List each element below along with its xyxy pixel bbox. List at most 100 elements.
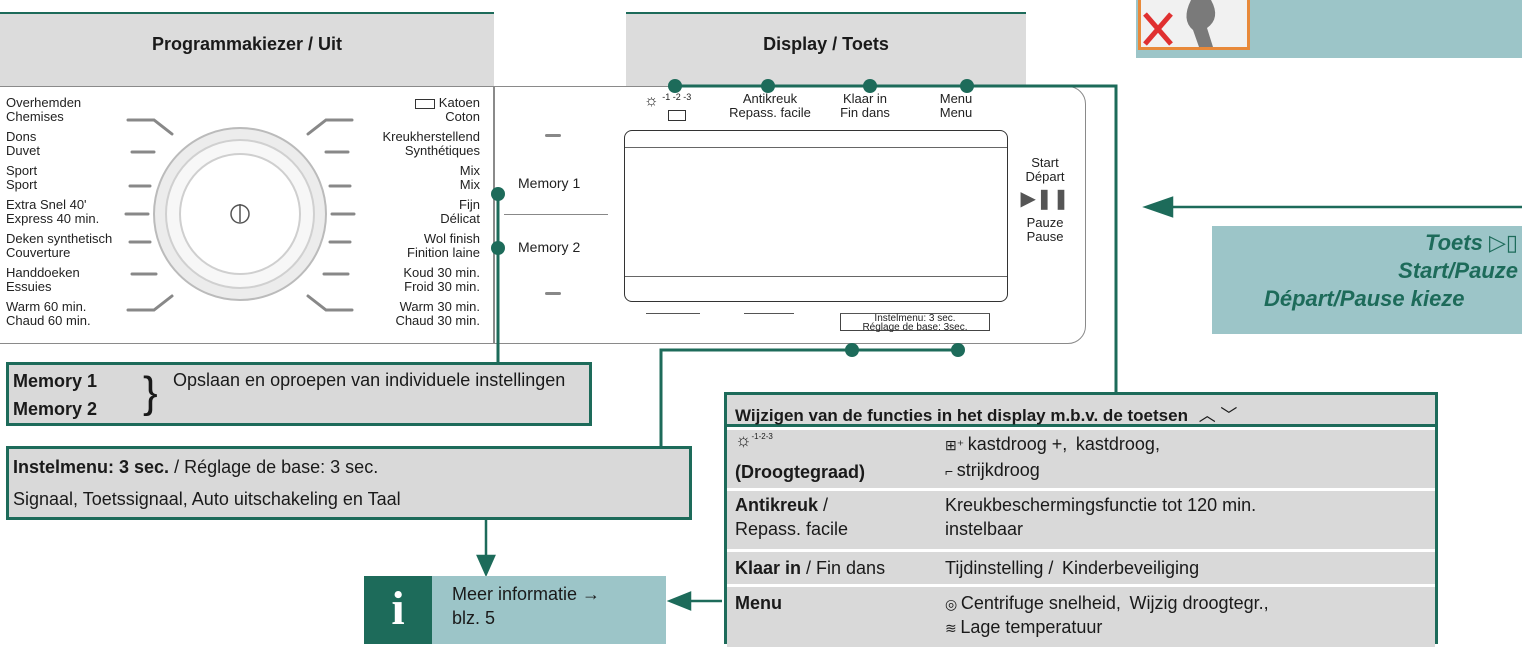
instel-line1: Instelmenu: 3 sec. / Réglage de base: 3 … bbox=[13, 457, 378, 478]
program-name-nl: Deken synthetisch bbox=[6, 231, 113, 246]
menu-label: Menu bbox=[939, 91, 973, 106]
header-display-label: Display / Toets bbox=[763, 34, 889, 54]
klaar-label: Klaar in / Fin dans bbox=[735, 558, 885, 579]
cross-icon bbox=[1143, 0, 1216, 47]
sun-icon: ☼ bbox=[735, 430, 752, 450]
program-name-fr: Essuies bbox=[6, 279, 52, 294]
klaar-desc: Tijdinstelling / Kinderbeveiliging bbox=[945, 558, 1200, 578]
header-programmakiezer-label: Programmakiezer / Uit bbox=[151, 34, 343, 54]
function-row-klaar: Klaar in / Fin dans Tijdinstelling / Kin… bbox=[727, 552, 1435, 584]
brace-icon: } bbox=[143, 368, 158, 417]
antikreuk-label: Antikreuk bbox=[742, 91, 798, 106]
start-button[interactable]: Start Départ ▶❚❚ Pauze Pause bbox=[1020, 156, 1070, 244]
header-display: Display / Toets bbox=[626, 12, 1026, 88]
program-name-nl: Katoen bbox=[438, 95, 480, 110]
program-name-nl: Warm 30 min. bbox=[399, 299, 480, 314]
program-name-fr: Délicat bbox=[440, 211, 480, 226]
instel-rest: / Réglage de base: 3 sec. bbox=[169, 457, 379, 477]
dry-desc1: ⊞⁺ kastdroog +, kastdroog, bbox=[945, 434, 1160, 455]
instel-line2: Signaal, Toetssignaal, Auto uitschakelin… bbox=[13, 489, 401, 509]
dry-desc2-text: strijkdroog bbox=[953, 460, 1040, 480]
program-name-fr: Mix bbox=[459, 177, 480, 192]
low-temp-icon: ≋ bbox=[945, 620, 957, 636]
instel-bold: Instelmenu: 3 sec. bbox=[13, 457, 170, 477]
program-name-fr: Express 40 min. bbox=[6, 211, 100, 226]
dry-bold: (Droogtegraad) bbox=[735, 462, 865, 482]
program-name-fr: Chaud 60 min. bbox=[6, 313, 91, 328]
anti-bold: Antikreuk bbox=[735, 495, 819, 515]
connector-dot-memory1 bbox=[491, 187, 505, 201]
up-down-icon: ︿ ﹀ bbox=[1198, 406, 1238, 425]
menu-bold: Menu bbox=[735, 593, 782, 613]
program-name-nl: Fijn bbox=[459, 197, 480, 212]
klaar-in-label: Klaar in bbox=[842, 91, 888, 106]
program-name-fr: Finition laine bbox=[407, 245, 480, 260]
info-box: i Meer informatie → blz. 5 bbox=[364, 576, 666, 644]
info-icon: i bbox=[364, 576, 432, 644]
instel-box: Instelmenu: 3 sec. / Réglage de base: 3 … bbox=[6, 446, 692, 520]
memory1-label: Memory 1 bbox=[13, 371, 98, 391]
dry-level-superscript: -1 -2 -3 bbox=[662, 92, 692, 102]
program-item: Koud 30 min.Froid 30 min. bbox=[340, 266, 480, 294]
dry-label: ☼-1-2-3 bbox=[735, 430, 773, 451]
info-text2: blz. 5 bbox=[452, 608, 496, 628]
program-name-nl: Extra Snel 40' bbox=[6, 197, 87, 212]
bottom-line-2 bbox=[744, 313, 794, 314]
toets-box: Toets ▷▯ Start/Pauze Départ/Pause kieze bbox=[1212, 226, 1522, 334]
program-name-fr: Chaud 30 min. bbox=[395, 313, 480, 328]
toets-line2: Start/Pauze bbox=[1398, 258, 1518, 283]
dry-level-button[interactable]: ☼ -1 -2 -3 bbox=[644, 90, 704, 122]
info-text1: Meer informatie → bbox=[452, 584, 601, 604]
klaar-rest: / Fin dans bbox=[801, 558, 886, 578]
anti-desc1: Kreukbeschermingsfunctie tot 120 min. bbox=[945, 495, 1257, 515]
function-table-header: Wijzigen van de functies in het display … bbox=[727, 395, 1435, 427]
program-name-nl: Warm 60 min. bbox=[6, 299, 87, 314]
program-name-fr: Chemises bbox=[6, 109, 64, 124]
connector-dot-instel-left bbox=[845, 343, 859, 357]
anti-rest: / bbox=[818, 495, 829, 515]
tag-icon bbox=[668, 110, 686, 122]
klaar-in-button[interactable]: Klaar in Fin dans bbox=[820, 92, 910, 120]
menu-label-fr: Menu bbox=[939, 105, 973, 120]
menu-desc2-text: Lage temperatuur bbox=[956, 617, 1103, 637]
program-name-nl: Overhemden bbox=[6, 95, 82, 110]
program-item: Warm 30 min.Chaud 30 min. bbox=[340, 300, 480, 328]
program-name-fr: Froid 30 min. bbox=[404, 279, 480, 294]
toets-line3: Départ/Pause kieze bbox=[1264, 286, 1465, 311]
iron-icon: ⌐ bbox=[945, 463, 954, 479]
function-table-title: Wijzigen van de functies in het display … bbox=[735, 406, 1188, 425]
program-item: Extra Snel 40'Express 40 min. bbox=[6, 198, 112, 226]
tag-icon bbox=[414, 98, 435, 109]
antikreuk-button[interactable]: Antikreuk Repass. facile bbox=[720, 92, 820, 120]
divider bbox=[504, 214, 608, 215]
memory2-label: Memory 2 bbox=[13, 399, 98, 419]
menu-button[interactable]: Menu Menu bbox=[926, 92, 986, 120]
dry-sup: -1-2-3 bbox=[751, 432, 773, 441]
fin-dans-label: Fin dans bbox=[840, 105, 890, 120]
program-name-nl: Koud 30 min. bbox=[403, 265, 480, 280]
program-name-fr: Coton bbox=[445, 109, 480, 124]
program-name-fr: Duvet bbox=[6, 143, 40, 158]
memory2-button[interactable]: Memory 2 bbox=[518, 239, 581, 255]
memory1-button[interactable]: Memory 1 bbox=[518, 175, 581, 191]
repass-facile-label: Repass. facile bbox=[729, 105, 811, 120]
memory-description: Opslaan en oproepen van individuele inst… bbox=[173, 370, 566, 390]
dry-desc1-text: kastdroog +, kastdroog, bbox=[964, 434, 1160, 454]
function-row-antikreuk: Antikreuk / Repass. facile Kreukbescherm… bbox=[727, 491, 1435, 549]
program-name-fr: Couverture bbox=[6, 245, 71, 260]
toets-label: Toets bbox=[1424, 230, 1483, 255]
klaar-bold: Klaar in bbox=[735, 558, 802, 578]
menu-desc1-text: Centrifuge snelheid, Wijzig droogtegr., bbox=[957, 593, 1269, 613]
program-name-nl: Wol finish bbox=[423, 231, 480, 246]
minus-top bbox=[545, 134, 561, 137]
connector-dot-menu bbox=[960, 79, 974, 93]
menu-desc2: ≋ Lage temperatuur bbox=[945, 617, 1102, 638]
connector-dot-dry bbox=[668, 79, 682, 93]
header-programmakiezer: Programmakiezer / Uit bbox=[0, 12, 494, 88]
